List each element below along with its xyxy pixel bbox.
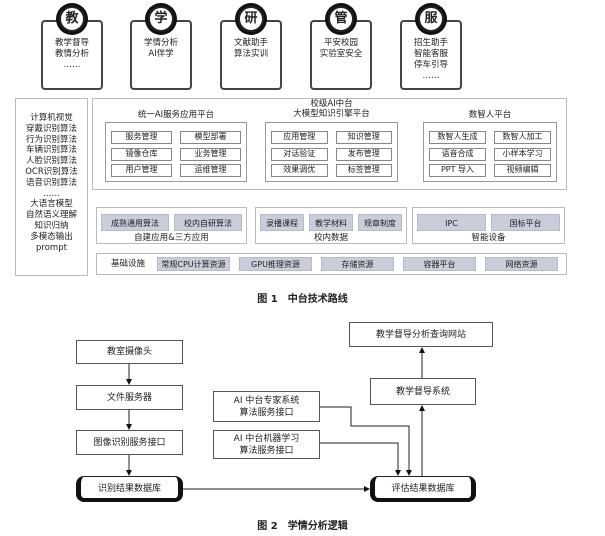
platform-item: 数智人加工 xyxy=(494,131,551,144)
infra-item: 容器平台 xyxy=(403,257,476,271)
file-server: 文件服务器 xyxy=(76,385,183,410)
middle-title: 校级AI中台大模型知识引擎平台 xyxy=(265,99,398,119)
recognition-db: 识别结果数据库 xyxy=(76,476,183,502)
algorithm-item: 计算机视觉 xyxy=(30,113,73,123)
platform-item: 应用管理 xyxy=(271,131,328,144)
platform-title: 统一AI服务应用平台 xyxy=(137,110,215,120)
query-website: 教学督导分析查询网站 xyxy=(349,322,493,347)
group-item: 录播课程 xyxy=(260,214,304,231)
box-line: 算法服务接口 xyxy=(239,407,294,418)
card-line: 算法实训 xyxy=(233,49,268,59)
card-line: 平安校园 xyxy=(323,38,358,48)
card-line: …… xyxy=(63,60,81,70)
algorithm-item: 穿戴识别算法 xyxy=(25,123,77,134)
algorithm-item: 行为识别算法 xyxy=(25,134,77,145)
group-item: 校内自研算法 xyxy=(174,214,242,231)
card-line: 教学督导 xyxy=(54,38,89,48)
infra-item: 网络资源 xyxy=(485,257,558,271)
infra-item: GPU推理资源 xyxy=(239,257,312,271)
card-line: 学情分析 xyxy=(143,38,178,48)
platform-box xyxy=(265,122,398,182)
group-item: 国标平台 xyxy=(491,214,560,231)
manage-icon: 管 xyxy=(328,6,354,32)
platform-item: 对话验证 xyxy=(271,147,328,161)
teach-icon: 教 xyxy=(59,6,85,32)
algorithm-item: 大语言模型 xyxy=(30,199,73,210)
algorithm-item: …… xyxy=(43,188,60,199)
box-line: AI 中台机器学习 xyxy=(233,433,300,444)
platform-item: 语音合成 xyxy=(429,147,486,161)
group-label: 自建应用&三方应用 xyxy=(134,233,209,243)
platform-item: 模型部署 xyxy=(180,131,241,144)
algorithm-item: 自然语义理解 xyxy=(25,210,77,221)
platform-title: 数智人平台 xyxy=(468,110,512,120)
box-line: AI 中台专家系统 xyxy=(233,395,300,406)
card-line: 智能客服 xyxy=(413,49,448,59)
platform-item: 效果调优 xyxy=(271,164,328,177)
algorithm-item: 多模态输出 xyxy=(30,231,73,242)
group-label: 校内数据 xyxy=(313,233,348,243)
card-line: 实验室安全 xyxy=(319,49,363,59)
machine-learning-api: AI 中台机器学习算法服务接口 xyxy=(213,430,320,459)
group-item: 成熟通用算法 xyxy=(101,214,169,231)
image-recognition-api: 图像识别服务接口 xyxy=(76,430,183,455)
group-label: 智能设备 xyxy=(471,233,506,243)
algorithm-item: 知识归纳 xyxy=(34,220,69,231)
platform-item: 发布管理 xyxy=(335,147,392,161)
figure1-caption: 图 1 中台技术路线 xyxy=(257,294,348,305)
infra-item: 常规CPU计算资源 xyxy=(157,257,230,271)
card-line: 招生助手 xyxy=(413,38,448,48)
infra-label: 基础设施 xyxy=(110,259,145,269)
infra-item: 存储资源 xyxy=(321,257,394,271)
algorithm-item: 人脸识别算法 xyxy=(25,156,77,167)
evaluation-db: 评估结果数据库 xyxy=(370,476,476,502)
research-icon: 研 xyxy=(238,6,264,32)
service-icon: 服 xyxy=(418,6,444,32)
algorithm-item: 车辆识别算法 xyxy=(25,145,77,156)
classroom-camera: 教室摄像头 xyxy=(76,340,183,364)
platform-box xyxy=(423,122,557,182)
platform-item: 视频编辑 xyxy=(494,164,551,177)
platform-item: 小样本学习 xyxy=(494,147,551,161)
figure2-caption: 图 2 学情分析逻辑 xyxy=(257,521,348,532)
card-line: 停车引导 xyxy=(413,60,448,70)
algorithm-item: 语音识别算法 xyxy=(25,177,77,188)
platform-item: 用户管理 xyxy=(111,164,172,177)
platform-item: 知识管理 xyxy=(335,131,392,144)
card-line: AI伴学 xyxy=(148,49,174,59)
middle-title-line: 校级AI中台 xyxy=(310,99,353,109)
group-item: 教学材料 xyxy=(309,214,353,231)
platform-item: PPT 导入 xyxy=(429,164,486,177)
platform-item: 数智人生成 xyxy=(429,131,486,144)
card-line: 教情分析 xyxy=(54,49,89,59)
platform-item: 镜像仓库 xyxy=(111,147,172,161)
supervision-system: 教学督导系统 xyxy=(370,378,476,405)
middle-title-line: 大模型知识引擎平台 xyxy=(293,109,370,119)
card-line: 文献助手 xyxy=(233,38,268,48)
learn-icon: 学 xyxy=(148,6,174,32)
group-item: 规章制度 xyxy=(358,214,402,231)
platform-item: 业务管理 xyxy=(180,147,241,161)
algorithm-item: OCR识别算法 xyxy=(25,166,78,177)
platform-box xyxy=(105,122,247,182)
group-item: IPC xyxy=(417,214,486,231)
platform-item: 标签管理 xyxy=(335,164,392,177)
platform-item: 服务管理 xyxy=(111,131,172,144)
expert-system-api: AI 中台专家系统算法服务接口 xyxy=(213,391,320,422)
algorithm-item: prompt xyxy=(36,242,67,253)
box-line: 算法服务接口 xyxy=(239,445,294,456)
platform-item: 运维管理 xyxy=(180,164,241,177)
card-line: …… xyxy=(422,71,440,81)
